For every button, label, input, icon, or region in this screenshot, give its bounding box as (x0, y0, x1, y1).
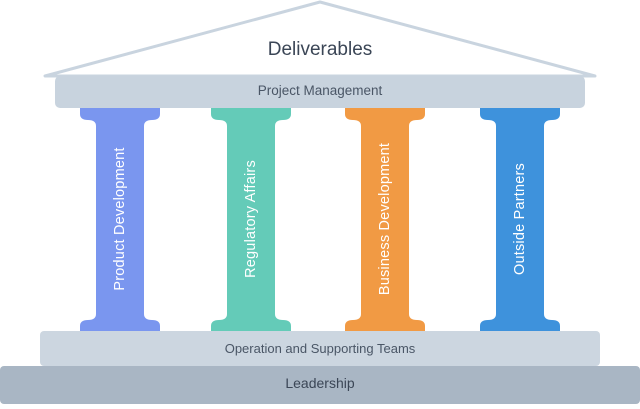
beam-label: Project Management (257, 82, 383, 98)
roof-title: Deliverables (267, 39, 373, 60)
pillar-label: Product Development (112, 147, 128, 291)
base-band (40, 331, 600, 366)
pillar-regulatory-affairs (211, 108, 291, 332)
pillar-business-development (345, 108, 425, 332)
foundation-label: Leadership (285, 375, 355, 391)
pillar-outside-partners (480, 108, 560, 332)
base-label: Operation and Supporting Teams (224, 340, 416, 356)
pillar-product-development (80, 108, 160, 332)
foundation-band (0, 366, 640, 404)
pillar-label: Business Development (377, 142, 393, 296)
pillar-label: Regulatory Affairs (243, 160, 259, 278)
pillar-label: Outside Partners (512, 163, 528, 275)
beam-band (55, 76, 585, 108)
